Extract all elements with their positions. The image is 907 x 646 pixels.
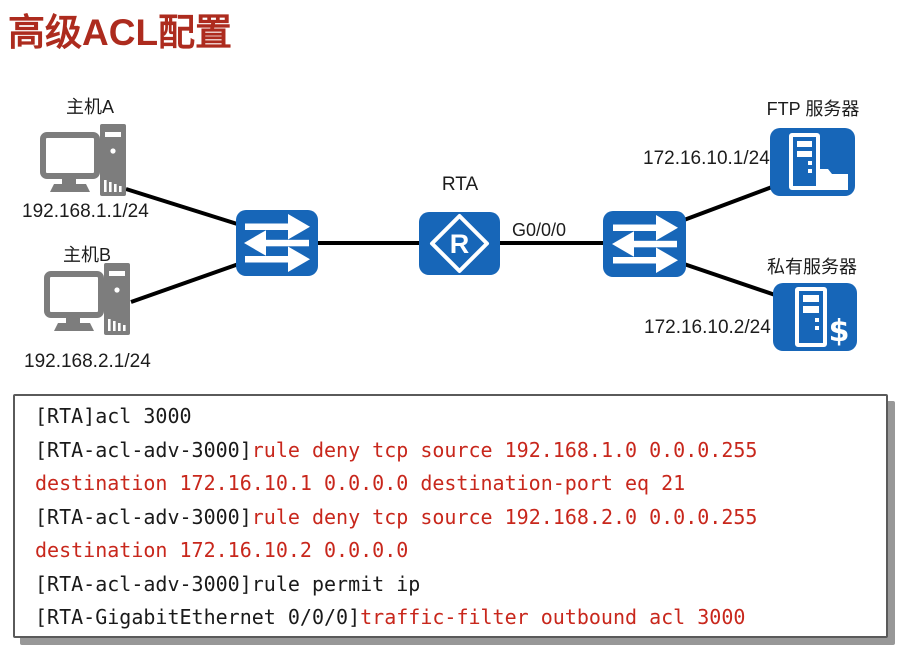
router-icon: R: [419, 212, 500, 275]
cli-line: [RTA-acl-adv-3000]rule deny tcp source 1…: [35, 437, 758, 462]
host-a-icon: [40, 122, 130, 207]
cli-line: [RTA-acl-adv-3000]rule permit ip: [35, 571, 421, 596]
server-folder-icon: [789, 133, 848, 190]
router-label: RTA: [441, 174, 479, 195]
switch-arrows-icon: [244, 214, 310, 272]
page-title: 高级ACL配置: [8, 12, 233, 53]
host-b-ip: 192.168.2.1/24: [24, 351, 151, 372]
switch-arrows-icon: [611, 215, 678, 273]
server-dollar-icon: $: [795, 287, 850, 349]
switch-right-icon: [603, 211, 686, 277]
link-hostb-switch: [130, 258, 251, 304]
private-server-label: 私有服务器: [767, 257, 857, 277]
host-b-label: 主机B: [62, 245, 111, 265]
computer-icon: [44, 263, 130, 335]
ftp-server-ip: 172.16.10.1/24: [643, 148, 770, 169]
cli-line: [RTA-GigabitEthernet 0/0/0]traffic-filte…: [35, 605, 746, 629]
cli-line: destination 172.16.10.1 0.0.0.0 destinat…: [35, 471, 686, 495]
cli-panel: [RTA]acl 3000 [RTA-acl-adv-3000]rule deny…: [13, 394, 888, 638]
cli-line: destination 172.16.10.2 0.0.0.0: [35, 538, 409, 562]
router-interface-label: G0/0/0: [512, 220, 567, 240]
link-switch-private: [683, 262, 785, 300]
router-diamond-icon: R: [430, 214, 489, 273]
connection-lines: [125, 182, 785, 304]
dollar-icon: $: [829, 314, 850, 349]
ftp-server-label: FTP 服务器: [766, 99, 860, 119]
cli-line: [RTA-acl-adv-3000]rule deny tcp source 1…: [35, 504, 758, 529]
switch-left-icon: [236, 210, 318, 276]
link-hosta-switch: [125, 187, 251, 230]
private-server-icon: $: [773, 283, 857, 351]
cli-line: [RTA]acl 3000: [35, 404, 192, 428]
private-server-ip: 172.16.10.2/24: [644, 317, 771, 338]
folder-icon: [817, 169, 848, 190]
cli-code: [RTA]acl 3000 [RTA-acl-adv-3000]rule deny…: [35, 400, 886, 635]
host-a-ip: 192.168.1.1/24: [22, 201, 149, 222]
link-switch-ftp: [683, 182, 781, 222]
svg-text:R: R: [450, 229, 470, 259]
ftp-server-icon: [770, 128, 855, 196]
host-b-icon: [44, 261, 134, 346]
host-a-label: 主机A: [65, 97, 114, 117]
computer-icon: [40, 124, 126, 196]
